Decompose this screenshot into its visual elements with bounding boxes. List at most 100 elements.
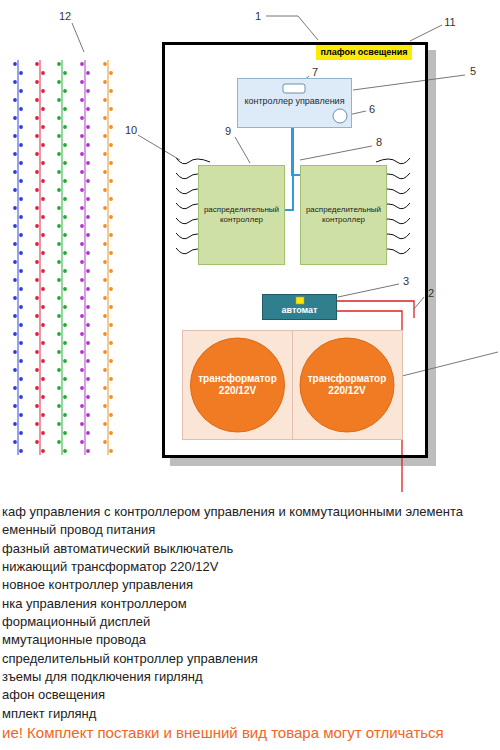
- garland-bulb: [41, 395, 45, 399]
- garland-bulb: [13, 350, 17, 354]
- garland-bulb: [19, 233, 23, 237]
- garland-bulb: [80, 224, 84, 228]
- legend-line: еменный провод питания: [2, 522, 155, 537]
- garland-bulb: [80, 62, 84, 66]
- garland-bulb: [41, 449, 45, 453]
- garland-bulb: [13, 242, 17, 246]
- garland-bulb: [80, 170, 84, 174]
- garland-bulb: [86, 89, 90, 93]
- garland-bulb: [35, 242, 39, 246]
- garland-bulb: [41, 197, 45, 201]
- garland-bulb: [13, 170, 17, 174]
- leader-line: [414, 297, 424, 309]
- garland-bulb: [103, 80, 107, 84]
- garland-bulb: [19, 413, 23, 417]
- garland-bulb: [109, 143, 113, 147]
- garland-bulb: [63, 143, 67, 147]
- garland-bulb: [80, 350, 84, 354]
- garland-bulb: [41, 269, 45, 273]
- garland-bulb: [109, 305, 113, 309]
- garland-bulb: [35, 404, 39, 408]
- transformer-disc: [191, 338, 285, 432]
- garland-bulb: [63, 89, 67, 93]
- callout-number: 12: [59, 10, 71, 22]
- garland-bulb: [63, 341, 67, 345]
- garland-bulb: [57, 368, 61, 372]
- garland-bulb: [19, 341, 23, 345]
- garland-bulb: [103, 152, 107, 156]
- garland-bulb: [86, 143, 90, 147]
- garland-wire: [84, 60, 85, 455]
- garland-bulb: [41, 89, 45, 93]
- garland-bulb: [80, 440, 84, 444]
- legend-line: ммутационные провода: [2, 632, 146, 647]
- node-text: распределительный контроллер: [202, 205, 281, 224]
- callout-number: 10: [125, 124, 137, 136]
- garland-bulb: [63, 287, 67, 291]
- garland-bulb: [103, 134, 107, 138]
- callout-number: 5: [470, 65, 476, 77]
- garland-bulb: [103, 98, 107, 102]
- legend-line: мплект гирлянд: [2, 706, 96, 721]
- garland-bulb: [35, 332, 39, 336]
- warning-note: ие! Комплект поставки и внешний вид това…: [2, 724, 444, 741]
- garland-bulb: [57, 404, 61, 408]
- garland-bulb: [19, 179, 23, 183]
- garland-bulb: [57, 98, 61, 102]
- callout-number: 3: [403, 275, 409, 287]
- garland-bulb: [35, 98, 39, 102]
- garland-bulb: [41, 233, 45, 237]
- garland-bulb: [57, 260, 61, 264]
- garland-bulb: [63, 431, 67, 435]
- garland-bulb: [109, 341, 113, 345]
- garland-bulb: [103, 350, 107, 354]
- garland-bulb: [35, 188, 39, 192]
- garland-bulb: [13, 422, 17, 426]
- garland-bulb: [80, 332, 84, 336]
- garland-bulb: [80, 368, 84, 372]
- garland-bulb: [86, 413, 90, 417]
- info-display: [283, 84, 305, 93]
- garland-bulb: [41, 215, 45, 219]
- legend-line: фазный автоматический выключатель: [2, 541, 233, 556]
- garland-bulb: [103, 332, 107, 336]
- node-text: трансформатор 220/12V: [196, 373, 279, 397]
- garland-bulb: [86, 71, 90, 75]
- legend-line: афон освещения: [2, 687, 105, 702]
- legend-line: спределительный контроллер управления: [2, 651, 258, 666]
- garland-bulb: [41, 431, 45, 435]
- garland-bulb: [109, 107, 113, 111]
- transformer-disc: [300, 338, 394, 432]
- garland-bulb: [35, 260, 39, 264]
- garland-bulb: [63, 413, 67, 417]
- callout-number: 11: [444, 16, 455, 28]
- garland-bulb: [41, 377, 45, 381]
- garland-bulb: [35, 386, 39, 390]
- garland-bulb: [63, 179, 67, 183]
- garland-bulb: [13, 152, 17, 156]
- garland-bulb: [19, 377, 23, 381]
- control-button: [333, 109, 347, 123]
- garland-bulb: [103, 188, 107, 192]
- garland-bulb: [86, 341, 90, 345]
- garland-bulb: [86, 125, 90, 129]
- garland-bulb: [57, 80, 61, 84]
- garland-bulb: [103, 260, 107, 264]
- garland-bulb: [86, 395, 90, 399]
- garland-bulb: [80, 314, 84, 318]
- garland-bulb: [109, 215, 113, 219]
- garland-bulb: [57, 278, 61, 282]
- node-text: контроллер управления: [238, 96, 351, 107]
- garland-bulb: [86, 197, 90, 201]
- garland-wire: [39, 60, 40, 455]
- garland-bulb: [103, 440, 107, 444]
- garland-bulb: [13, 62, 17, 66]
- legend-line: зъемы для подключения гирлянд: [2, 669, 202, 684]
- garland-bulb: [41, 341, 45, 345]
- garland-bulb: [63, 395, 67, 399]
- garland-bulb: [80, 422, 84, 426]
- garland-bulb: [57, 422, 61, 426]
- garland-bulb: [13, 80, 17, 84]
- garland-bulb: [57, 170, 61, 174]
- garland-bulb: [80, 278, 84, 282]
